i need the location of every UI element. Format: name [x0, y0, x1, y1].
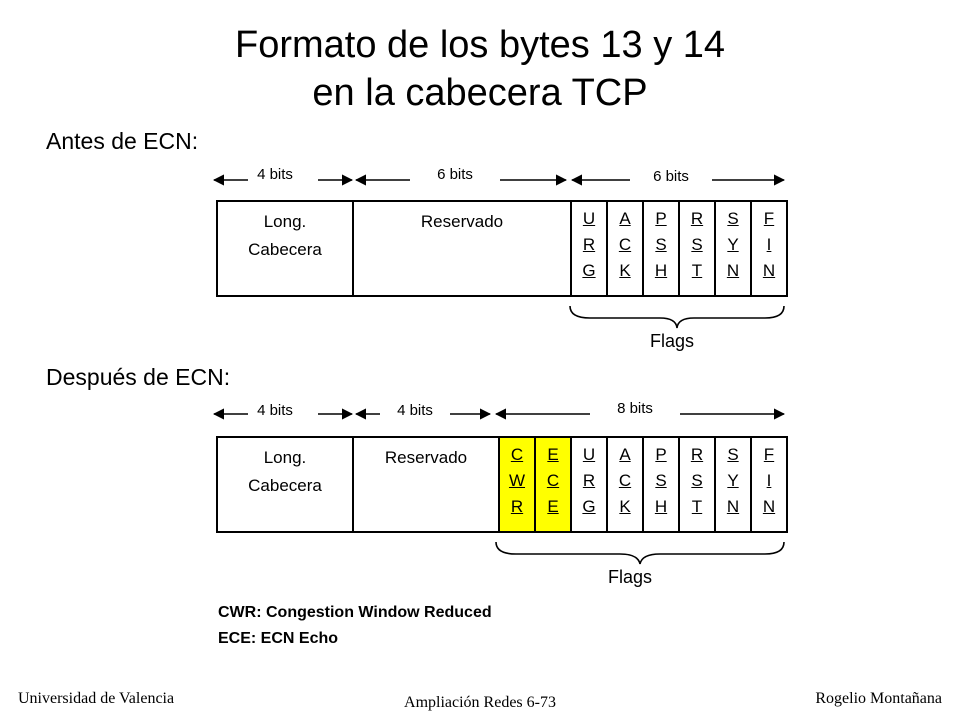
before-flags-label: Flags — [650, 331, 695, 351]
after-flag-letter: N — [726, 497, 740, 516]
before-flag-letter: T — [691, 261, 703, 280]
before-flag-letter: G — [582, 261, 596, 280]
before-header-length-label2: Cabecera — [248, 240, 322, 259]
before-flags-brace — [569, 305, 785, 329]
after-flag-letter: I — [766, 471, 772, 490]
after-field-header-length: Long. Cabecera — [218, 438, 354, 533]
after-flag-letter: K — [619, 497, 631, 516]
footer-author: Rogelio Montañana — [815, 690, 942, 707]
before-flag-letter: I — [766, 235, 772, 254]
after-flag-letter: C — [510, 445, 524, 464]
after-header-length-label2: Cabecera — [248, 476, 322, 495]
before-flag-letter: U — [582, 209, 596, 228]
after-flag-letter: F — [763, 445, 775, 464]
before-flag-letter: C — [618, 235, 632, 254]
after-width-header: 4 bits — [257, 402, 293, 419]
after-flag-letter: G — [582, 497, 596, 516]
after-header-length-label1: Long. — [263, 448, 307, 467]
before-header-length-label1: Long. — [263, 212, 307, 231]
after-flag-letter: C — [546, 471, 560, 490]
after-flag-letter: R — [582, 471, 596, 490]
before-flag-letter: F — [763, 209, 775, 228]
before-flag-letter: P — [655, 209, 667, 228]
after-flag-letter: Y — [727, 471, 739, 490]
before-field-header-length: Long. Cabecera — [218, 202, 354, 297]
legend-ece: ECE: ECN Echo — [218, 630, 339, 647]
after-width-flags: 8 bits — [617, 400, 653, 417]
before-flag-letter: N — [762, 261, 776, 280]
after-flags-brace — [495, 541, 785, 565]
after-field-reserved: Reservado — [354, 438, 500, 533]
before-flag-letter: N — [726, 261, 740, 280]
before-width-header: 4 bits — [257, 166, 293, 183]
before-ecn-heading: Antes de ECN: — [46, 128, 199, 154]
before-flag-letter: A — [619, 209, 631, 228]
after-flag-letter: E — [547, 445, 559, 464]
before-flag-letter: R — [582, 235, 596, 254]
after-flag-letter: S — [727, 445, 739, 464]
before-flag-letter: Y — [727, 235, 739, 254]
before-flag-letter: S — [727, 209, 739, 228]
after-width-reserved: 4 bits — [397, 402, 433, 419]
before-width-reserved: 6 bits — [437, 166, 473, 183]
slide-title-line1: Formato de los bytes 13 y 14 — [234, 24, 726, 66]
before-width-flags: 6 bits — [653, 168, 689, 185]
after-flag-letter: P — [655, 445, 667, 464]
after-flag-letter: A — [619, 445, 631, 464]
after-flag-letter: R — [690, 445, 704, 464]
after-flag-letter: W — [508, 471, 526, 490]
slide-title-line2: en la cabecera TCP — [312, 72, 648, 114]
before-flag-letter: S — [655, 235, 667, 254]
after-flag-letter: H — [654, 497, 668, 516]
after-flag-letter: E — [547, 497, 559, 516]
before-flag-letter: R — [690, 209, 704, 228]
after-flag-letter: C — [618, 471, 632, 490]
after-ecn-heading: Después de ECN: — [46, 364, 231, 390]
after-flag-letter: U — [582, 445, 596, 464]
after-flag-letter: T — [691, 497, 703, 516]
after-flag-letter: S — [691, 471, 703, 490]
after-flag-letter: R — [510, 497, 524, 516]
footer-course: Ampliación Redes 6-73 — [404, 694, 556, 711]
after-flag-letter: N — [762, 497, 776, 516]
before-flag-letter: H — [654, 261, 668, 280]
after-flags-label: Flags — [608, 567, 653, 587]
before-flag-letter: S — [691, 235, 703, 254]
after-flag-letter: S — [655, 471, 667, 490]
before-field-reserved: Reservado — [354, 202, 572, 297]
footer-university: Universidad de Valencia — [18, 690, 175, 707]
before-reserved-label: Reservado — [420, 212, 504, 231]
after-reserved-label: Reservado — [384, 448, 468, 467]
before-flag-letter: K — [619, 261, 631, 280]
legend-cwr: CWR: Congestion Window Reduced — [218, 604, 492, 621]
